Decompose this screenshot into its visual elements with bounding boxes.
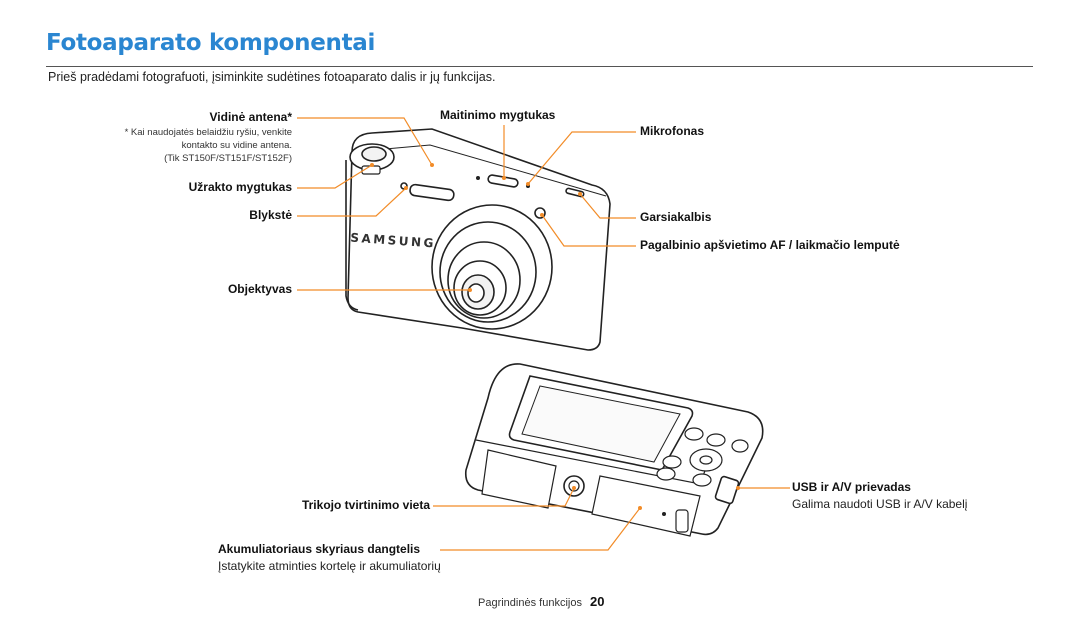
page-title: Fotoaparato komponentai [46, 30, 376, 56]
label-shutter-button: Užrakto mygtukas [188, 180, 292, 194]
label-lens: Objektyvas [227, 282, 292, 296]
usb-port [714, 475, 740, 505]
callout-lines [297, 117, 790, 551]
intro-text: Prieš pradėdami fotografuoti, įsiminkite… [48, 70, 496, 84]
antenna-note-line-3: (Tik ST150F/ST151F/ST152F) [164, 153, 292, 164]
label-flash: Blykstė [249, 208, 292, 222]
label-power-button: Maitinimo mygtukas [440, 108, 556, 122]
antenna-note: * Kai naudojatės belaidžiu ryšiu, venkit… [125, 126, 292, 165]
label-microphone: Mikrofonas [640, 124, 705, 138]
page-number: 20 [590, 594, 605, 609]
usb-av-description: Galima naudoti USB ir A/V kabelį [792, 497, 968, 511]
battery-cover [591, 475, 701, 537]
callout-dots [370, 163, 740, 510]
antenna-note-line-2: kontakto su vidine antena. [181, 140, 292, 151]
label-speaker: Garsiakalbis [640, 210, 712, 224]
title-divider [46, 66, 1033, 67]
label-usb-av-port: USB ir A/V prievadas [792, 480, 911, 494]
front-camera [345, 128, 611, 351]
back-camera [464, 363, 764, 537]
brand-logo: SAMSUNG [350, 231, 436, 251]
label-tripod-mount: Trikojo tvirtinimo vieta [301, 498, 430, 512]
flash-window [409, 183, 455, 202]
label-internal-antenna: Vidinė antena* [209, 110, 292, 124]
label-af-lamp: Pagalbinio apšvietimo AF / laikmačio lem… [640, 238, 900, 252]
antenna-note-line-1: * Kai naudojatės belaidžiu ryšiu, venkit… [124, 127, 292, 138]
label-battery-cover: Akumuliatoriaus skyriaus dangtelis [218, 542, 421, 556]
footer-section-name: Pagrindinės funkcijos [478, 597, 582, 609]
battery-cover-description: Įstatykite atminties kortelę ir akumulia… [218, 559, 441, 573]
